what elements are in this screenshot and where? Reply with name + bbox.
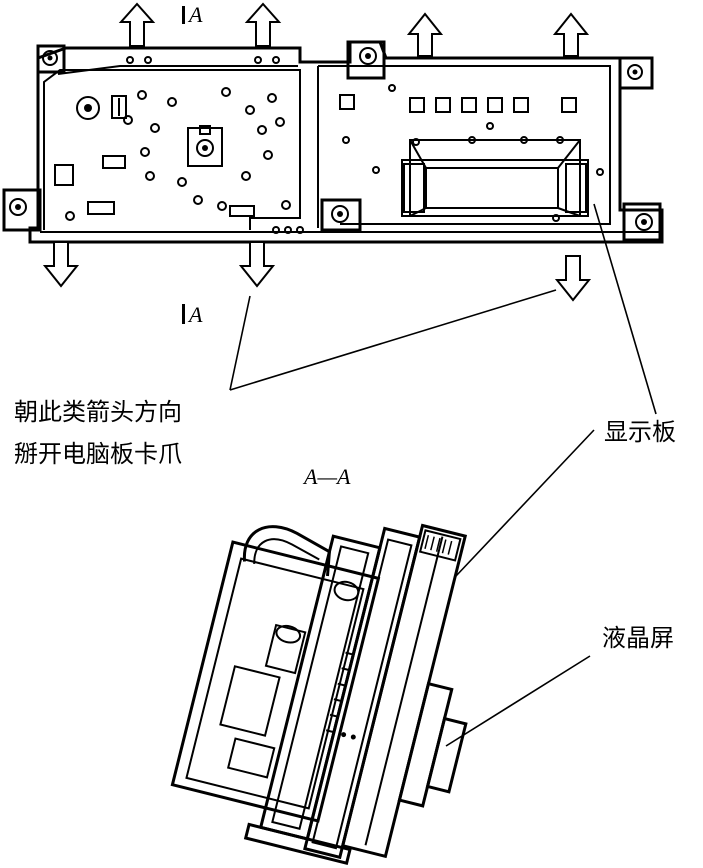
board-top-view [2,40,664,244]
pry-instruction-line2: 掰开电脑板卡爪 [14,440,182,468]
up-arrow-icons [118,2,590,57]
pry-instruction-line1: 朝此类箭头方向 [14,398,182,426]
section-mark-top: A [182,2,203,27]
svg-text:A: A [187,302,203,327]
section-view-drawing [170,523,468,865]
display-board-label: 显示板 [604,418,676,446]
lcd-screen-label: 液晶屏 [602,624,674,652]
section-mark-bottom: A [182,302,203,327]
svg-text:A: A [187,2,203,27]
down-arrow-icons [42,241,592,302]
section-view-title: A—A [302,464,351,489]
leader-lines [229,203,657,747]
